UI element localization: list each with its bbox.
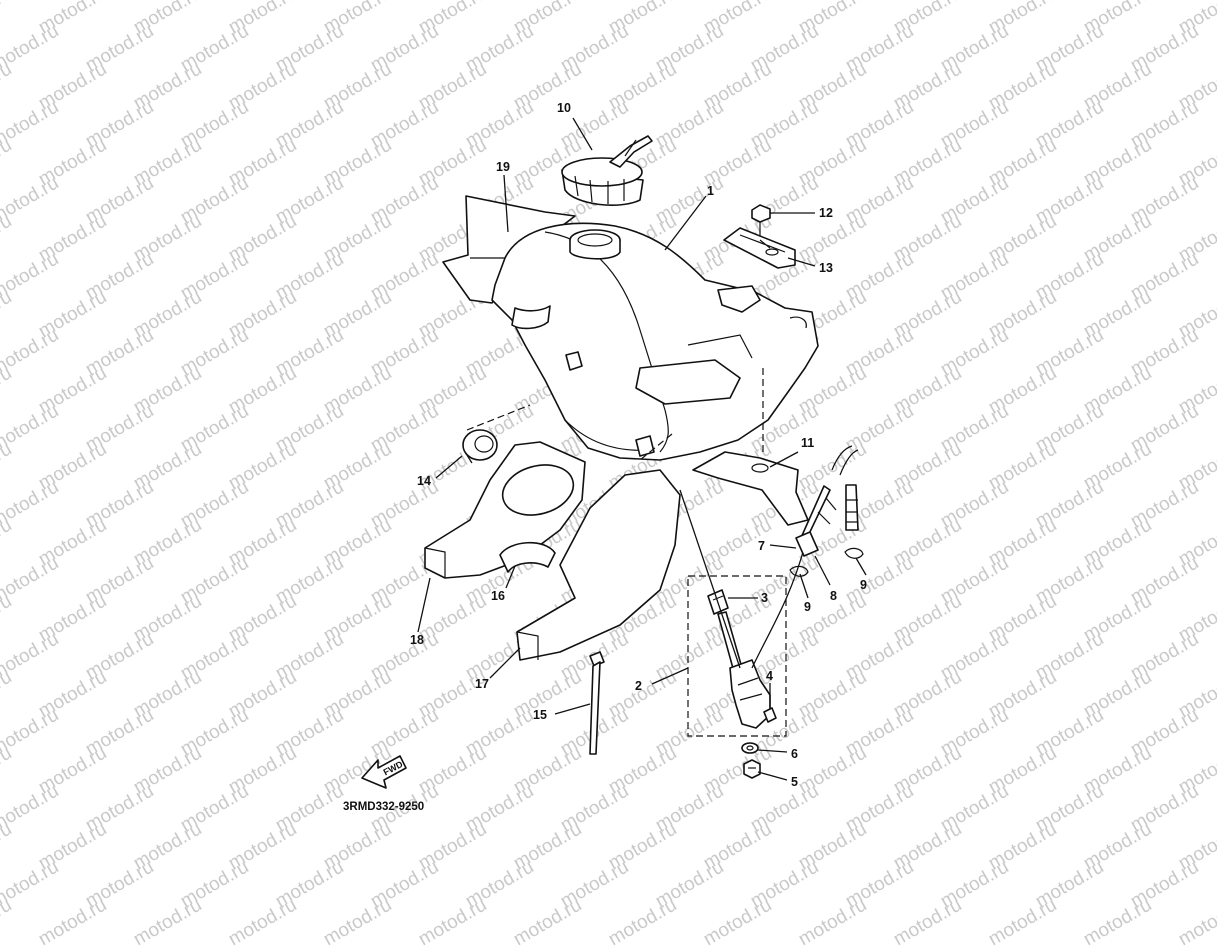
callout-18: 18 xyxy=(410,633,424,647)
callout-labels: 10 19 1 12 13 11 14 7 9 8 9 3 16 18 4 17… xyxy=(410,101,867,789)
callout-12: 12 xyxy=(819,206,833,220)
callout-6: 6 xyxy=(791,747,798,761)
callout-9-right: 9 xyxy=(860,578,867,592)
part-1-fuel-tank xyxy=(491,222,819,461)
part-6-washer xyxy=(741,742,759,754)
callout-5: 5 xyxy=(791,775,798,789)
callout-9-left: 9 xyxy=(804,600,811,614)
part-18-side-damper xyxy=(424,441,586,579)
part-breather-hose xyxy=(845,484,859,531)
callout-7: 7 xyxy=(758,539,765,553)
part-13-bracket xyxy=(723,227,796,269)
callout-3: 3 xyxy=(761,591,768,605)
part-2-fuel-cock-assembly xyxy=(679,489,787,737)
part-16-small-damper xyxy=(499,541,556,573)
part-5-bolt xyxy=(743,759,761,779)
callout-17: 17 xyxy=(475,677,489,691)
callout-15: 15 xyxy=(533,708,547,722)
callout-13: 13 xyxy=(819,261,833,275)
fuel-tank-exploded-diagram: FWD 3RMD332-9250 10 19 1 12 13 11 14 7 9… xyxy=(343,101,867,813)
part-8-fuel-hose xyxy=(751,445,859,669)
callout-19: 19 xyxy=(496,160,510,174)
diagram-code: 3RMD332-9250 xyxy=(343,801,424,813)
part-17-side-damper xyxy=(516,469,681,661)
part-7-hose-joint xyxy=(795,531,819,557)
part-9-clip xyxy=(789,547,864,577)
callout-11: 11 xyxy=(801,436,814,450)
part-14-grommet xyxy=(462,404,531,464)
fwd-arrow-icon: FWD xyxy=(361,755,407,789)
callout-10: 10 xyxy=(557,101,571,115)
callout-16: 16 xyxy=(491,589,505,603)
part-11-rear-cover xyxy=(692,451,809,526)
callout-2: 2 xyxy=(635,679,642,693)
part-15-cable-tie xyxy=(589,651,605,755)
part-10-fuel-cap xyxy=(561,135,653,206)
callout-8: 8 xyxy=(830,589,837,603)
leader-lines xyxy=(417,117,867,781)
callout-4: 4 xyxy=(766,669,773,683)
callout-1: 1 xyxy=(707,184,714,198)
callout-14: 14 xyxy=(417,474,431,488)
